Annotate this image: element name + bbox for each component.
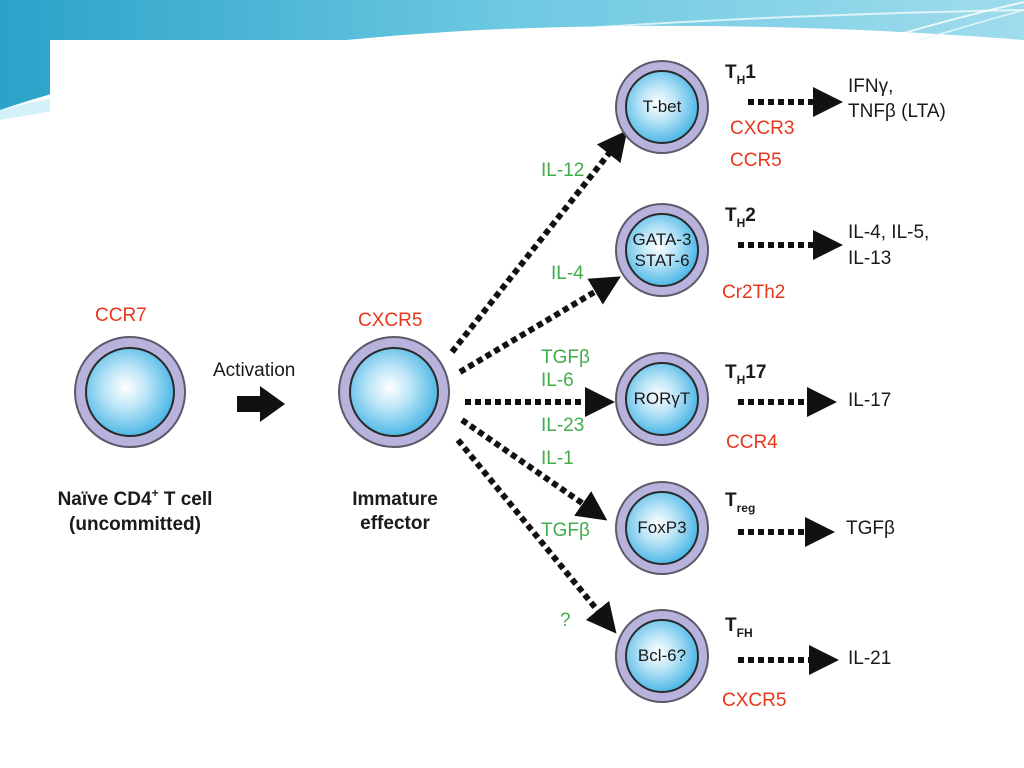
th17-name-suffix: 17 [745,362,767,383]
immature-marker-label: CXCR5 [358,310,423,331]
cytokine-tgfb-treg: TGFβ [541,520,590,541]
cytokine-unknown-tfh: ? [560,610,571,631]
cytokine-il12: IL-12 [541,160,585,181]
arrow-to-treg [460,417,608,521]
treg-name-main: T [725,490,737,511]
arrow-to-th1 [449,130,628,354]
marker-th17-ccr4: CCR4 [726,432,778,453]
tfh-name-main: T [725,615,737,636]
output-th2-line1: IL-4, IL-5, [848,222,930,243]
immature-effector-cell [338,336,450,448]
th2-name-sub: H [736,216,746,230]
banner-swoosh-line-3 [919,9,1024,41]
th17-cell [615,352,709,446]
banner-swoosh-line-2 [879,1,1024,41]
th2-name-suffix: 2 [745,205,756,226]
marker-th2-cr2th2: Cr2Th2 [722,282,786,303]
cytokine-tgfb-th17: TGFβ [541,347,590,368]
naive-caption-line2: (uncommitted) [69,514,201,535]
output-treg: TGFβ [846,518,895,539]
output-tfh: IL-21 [848,648,892,669]
th17-name-main: T [725,362,737,383]
subset-name-th1: TH1 [725,62,756,87]
top-banner-decoration [0,0,1024,110]
naive-caption-line1-pre: Naïve CD4 [57,489,152,510]
naive-marker-label: CCR7 [95,305,147,326]
cytokine-il4: IL-4 [551,263,584,284]
subset-name-treg: Treg [725,490,756,515]
arrow-to-th2 [458,276,621,375]
tf-th2-line1: GATA-3 [632,230,692,249]
output-th17: IL-17 [848,390,892,411]
th1-name-suffix: 1 [745,62,756,83]
subset-name-th17: TH17 [725,362,767,387]
naive-cell-caption: Naïve CD4+ T cell (uncommitted) [40,486,230,537]
slide-content-area [50,40,976,730]
output-th1-line1: IFNγ, [848,76,894,97]
marker-th1-cxcr3: CXCR3 [730,118,795,139]
tf-treg: FoxP3 [637,518,687,537]
tfh-name-sub: FH [736,626,753,640]
cytokine-il23: IL-23 [541,415,585,436]
output-th2-line2: IL-13 [848,248,892,269]
tfh-cell [615,609,709,703]
activation-arrow [237,386,285,422]
tf-th2-line2: STAT-6 [634,251,690,270]
cytokine-il1: IL-1 [541,448,574,469]
output-th1-line2: TNFβ (LTA) [848,101,946,122]
cytokine-il6: IL-6 [541,370,574,391]
subset-name-th2: TH2 [725,205,756,230]
subset-name-tfh: TFH [725,615,753,640]
naive-caption-line1-post: T cell [158,489,213,510]
th1-name-main: T [725,62,737,83]
treg-cell [615,481,709,575]
activation-label: Activation [213,360,296,381]
th2-name-main: T [725,205,737,226]
immature-caption-line1: Immature [352,489,438,510]
tf-th1: T-bet [642,97,682,116]
tf-tfh: Bcl-6? [637,646,687,665]
th2-cell [615,203,709,297]
th1-cell [615,60,709,154]
treg-name-sub: reg [736,501,756,515]
th17-name-sub: H [736,373,746,387]
naive-cd4-cell [74,336,186,448]
immature-caption-line2: effector [360,513,430,534]
marker-th1-ccr5: CCR5 [730,150,782,171]
naive-caption-sup: + [151,486,159,500]
immature-cell-caption: Immature effector [340,488,450,536]
tf-th17: RORγT [633,389,691,408]
marker-tfh-cxcr5: CXCR5 [722,690,787,711]
th1-name-sub: H [736,73,746,87]
